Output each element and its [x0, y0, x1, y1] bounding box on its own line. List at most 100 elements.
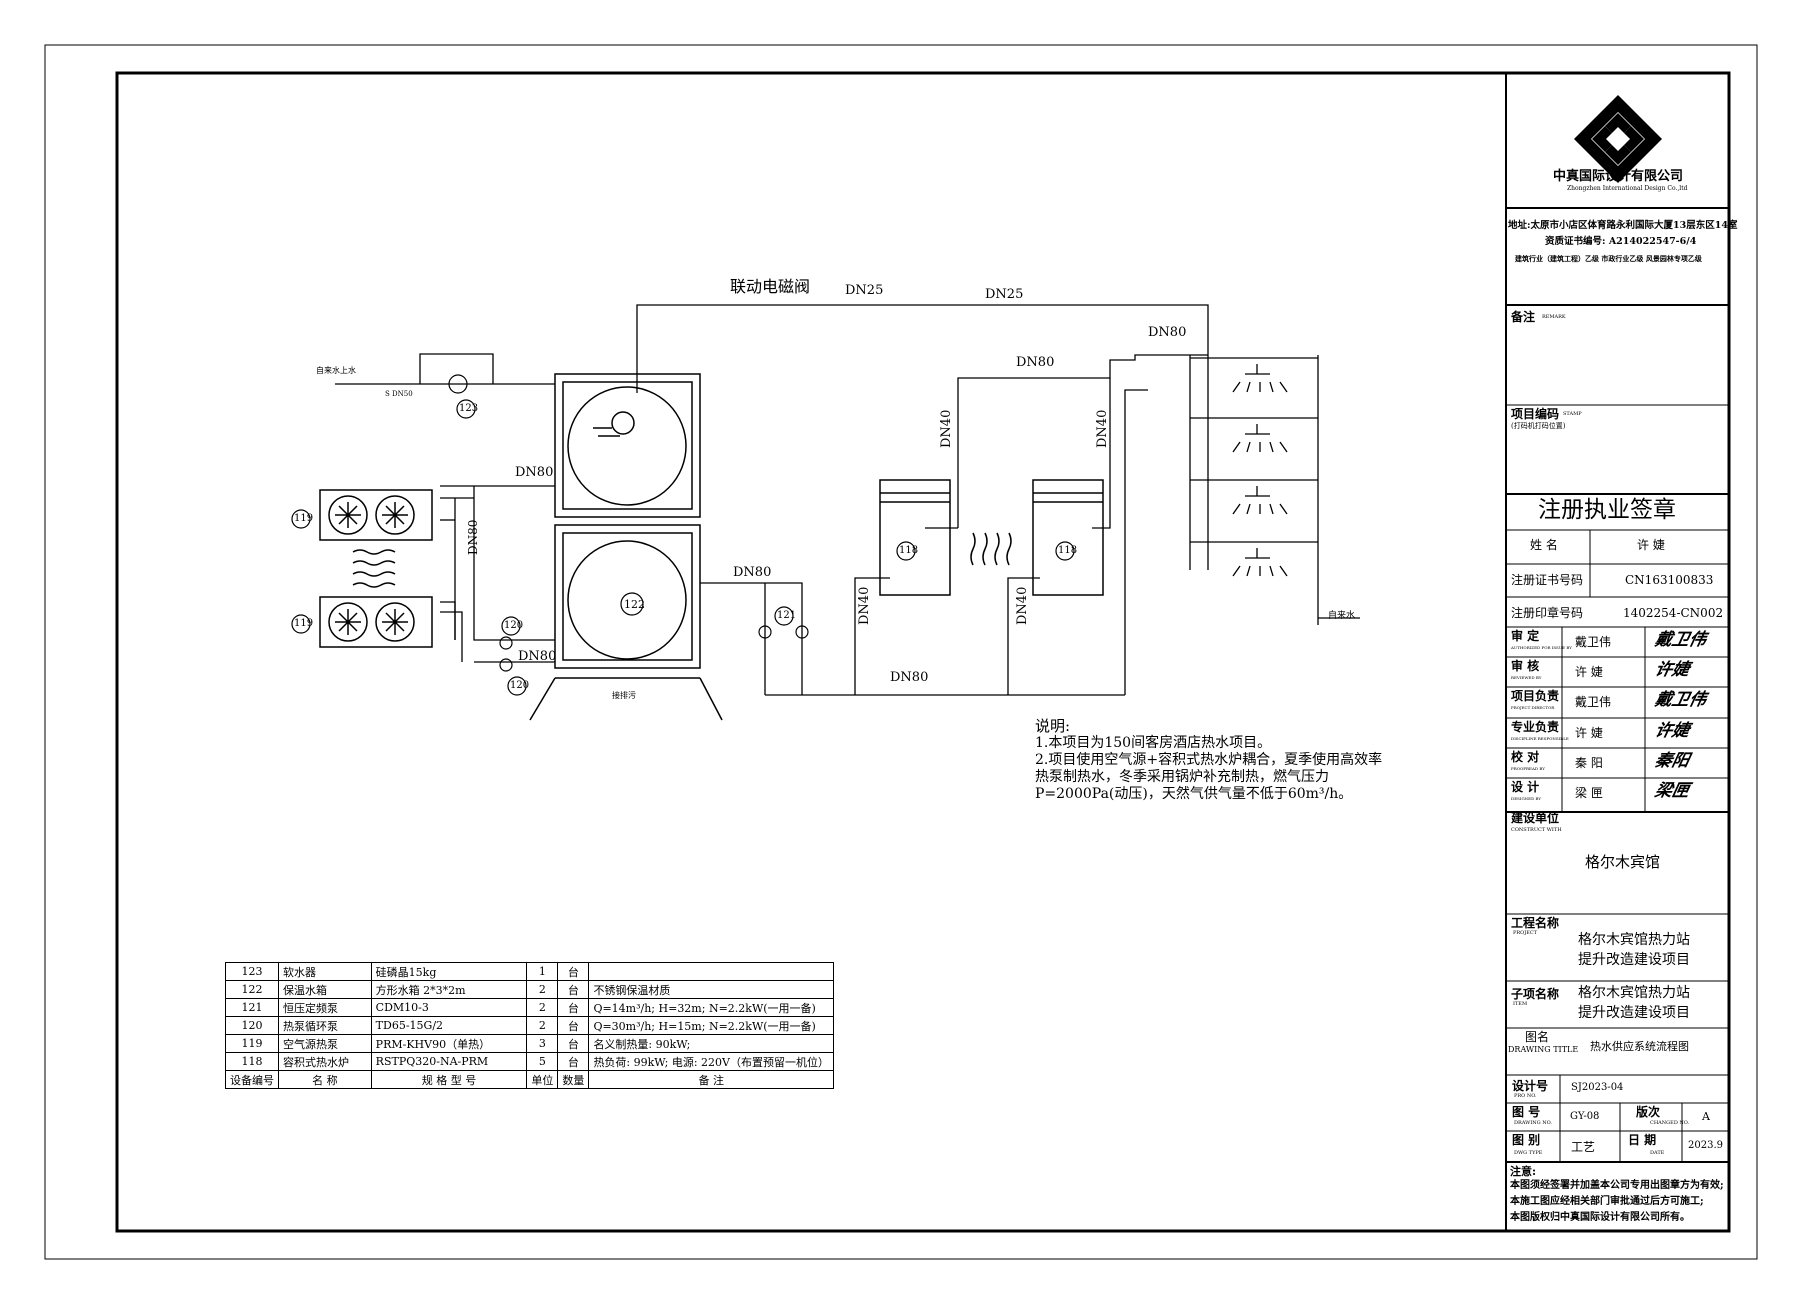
equipment-cell: TD65-15G/2 [370, 1016, 528, 1035]
notice-line-1: 本图须经签署并加盖本公司专用出图章方为有效; [1510, 1180, 1724, 1191]
role-label: 校 对 [1511, 750, 1540, 764]
piping [335, 304, 1360, 696]
equipment-cell: 118 [225, 1052, 279, 1071]
company-address: 地址:太原市小店区体育路永利国际大厦13层东区14室 [1508, 220, 1738, 231]
tap-water-label: 自来水 [1328, 611, 1356, 621]
role-signature: 梁匣 [1652, 781, 1692, 801]
item-en: ITEM [1513, 1001, 1528, 1007]
tag-122: 122 [624, 598, 645, 611]
equipment-cell: 5 [526, 1052, 559, 1071]
role-label-en: PROOFREAD BY [1511, 766, 1545, 771]
equipment-cell: 2 [526, 998, 559, 1017]
drawing-title-label: 图名 [1525, 1030, 1550, 1044]
pipe-size-dn40-2: DN40 [1095, 409, 1110, 448]
client-en: CONSTRUCT WITH [1511, 827, 1562, 833]
project-line-1: 格尔木宾馆热力站 [1578, 932, 1690, 948]
equipment-cell: 热泵循环泵 [278, 1016, 372, 1035]
design-notes: 说明: 1.本项目为150间客房酒店热水项目。 2.项目使用空气源+容积式热水炉… [1035, 718, 1382, 803]
pipe-size-dn25-a: DN25 [845, 283, 884, 298]
pipe-size-dn80-bottom: DN80 [890, 670, 929, 685]
role-name: 戴卫伟 [1575, 695, 1612, 709]
pipe-size-dn80-left: DN80 [515, 465, 554, 480]
pipe-size-dn40-3: DN40 [857, 586, 872, 625]
role-label: 审 核 [1511, 659, 1540, 673]
equipment-cell: 空气源热泵 [278, 1034, 372, 1053]
heat-pumps [319, 489, 433, 648]
role-name: 秦 阳 [1575, 756, 1603, 770]
notice-line-2: 本施工图应经相关部门审批通过后方可施工; [1510, 1196, 1704, 1207]
equipment-table-header: 设备编号名 称规 格 型 号单位数量备 注 [225, 1070, 834, 1089]
equipment-cell: 3 [526, 1034, 559, 1053]
role-name: 戴卫伟 [1575, 635, 1612, 649]
equipment-cell: 名 称 [278, 1070, 372, 1089]
pipe-size-dn80-vertical: DN80 [466, 519, 480, 555]
pipe-size-dn25-b: DN25 [985, 287, 1024, 302]
remark-label: 备注 [1511, 310, 1536, 324]
equipment-cell: 软水器 [278, 962, 372, 981]
reg-seal-value: 1402254-CN002 [1623, 606, 1724, 620]
role-name: 许 婕 [1575, 726, 1603, 740]
role-signature: 秦阳 [1652, 751, 1692, 771]
project-en: PROJECT [1513, 930, 1538, 936]
role-signature: 许婕 [1652, 721, 1692, 741]
equipment-cell: 台 [557, 1034, 590, 1053]
equipment-cell: 1 [526, 962, 559, 981]
pipe-size-dn80-mid: DN80 [1016, 355, 1055, 370]
shower-heads [1232, 364, 1288, 577]
notes-line-2: 2.项目使用空气源+容积式热水炉耦合，夏季使用高效率 [1035, 752, 1383, 768]
drawing-no-label: 图 号 [1512, 1105, 1541, 1119]
version-label: 版次 [1636, 1105, 1661, 1119]
equipment-cell: CDM10-3 [370, 998, 528, 1017]
role-label-en: PROJECT DIRECTOR [1511, 705, 1555, 710]
drain-label: 接排污 [612, 691, 636, 700]
equipment-cell: 122 [225, 980, 279, 999]
tap-water-inlet-label: 自来水上水 [316, 366, 356, 375]
notice-line-3: 本图版权归中真国际设计有限公司所有。 [1510, 1212, 1690, 1223]
role-label: 项目负责 [1511, 689, 1560, 703]
company-cert: 资质证书编号: A214022547-6/4 [1545, 236, 1697, 247]
equipment-cell: 台 [557, 1052, 590, 1071]
registered-seal-title: 注册执业签章 [1538, 497, 1676, 523]
reg-seal-label: 注册印章号码 [1511, 606, 1584, 620]
equipment-cell: 123 [225, 962, 279, 981]
equipment-cell: 容积式热水炉 [278, 1052, 372, 1071]
equipment-cell [588, 962, 834, 981]
stamp-en: STAMP [1563, 411, 1582, 417]
pipe-size-dn80-top: DN80 [1148, 325, 1187, 340]
reg-name-value: 许 婕 [1637, 538, 1665, 552]
equipment-cell: 恒压定频泵 [278, 998, 372, 1017]
equipment-cell: Q=14m³/h; H=32m; N=2.2kW(一用一备) [588, 998, 834, 1017]
equipment-cell: 保温水箱 [278, 980, 372, 999]
outer-frame [44, 44, 1758, 1260]
version-en: CHANGED NO. [1650, 1120, 1690, 1126]
tag-120-b: 120 [510, 680, 530, 691]
equipment-cell: 台 [557, 980, 590, 999]
equipment-cell: 备 注 [588, 1070, 834, 1089]
design-no-label: 设计号 [1512, 1079, 1549, 1093]
pipe-size-dn40-1: DN40 [939, 409, 954, 448]
pipe-size-dn80-tank: DN80 [733, 565, 772, 580]
dwg-type-en: DWG TYPE [1514, 1150, 1543, 1156]
equipment-cell: 台 [557, 1016, 590, 1035]
date-value: 2023.9 [1688, 1140, 1723, 1151]
dwg-type-value: 工艺 [1571, 1140, 1596, 1154]
date-en: DATE [1650, 1150, 1665, 1156]
notes-line-4: P=2000Pa(动压)，天然气供气量不低于60m³/h。 [1035, 786, 1353, 802]
role-label-en: DISCIPLINE RESPONSIBLE [1511, 736, 1569, 741]
role-label: 专业负责 [1511, 720, 1560, 734]
stamp-note: (打码机打码位置) [1511, 422, 1566, 430]
drawing-title-en: DRAWING TITLE [1508, 1045, 1579, 1054]
reg-cert-label: 注册证书号码 [1511, 573, 1584, 587]
equipment-cell: 121 [225, 998, 279, 1017]
tag-121: 121 [777, 610, 797, 621]
remark-en: REMARK [1542, 314, 1566, 320]
inner-frame [115, 71, 1731, 1233]
equipment-cell: 2 [526, 980, 559, 999]
equipment-cell: RSTPQ320-NA-PRM [370, 1052, 528, 1071]
role-name: 许 婕 [1575, 665, 1603, 679]
reg-cert-value: CN163100833 [1625, 573, 1714, 587]
